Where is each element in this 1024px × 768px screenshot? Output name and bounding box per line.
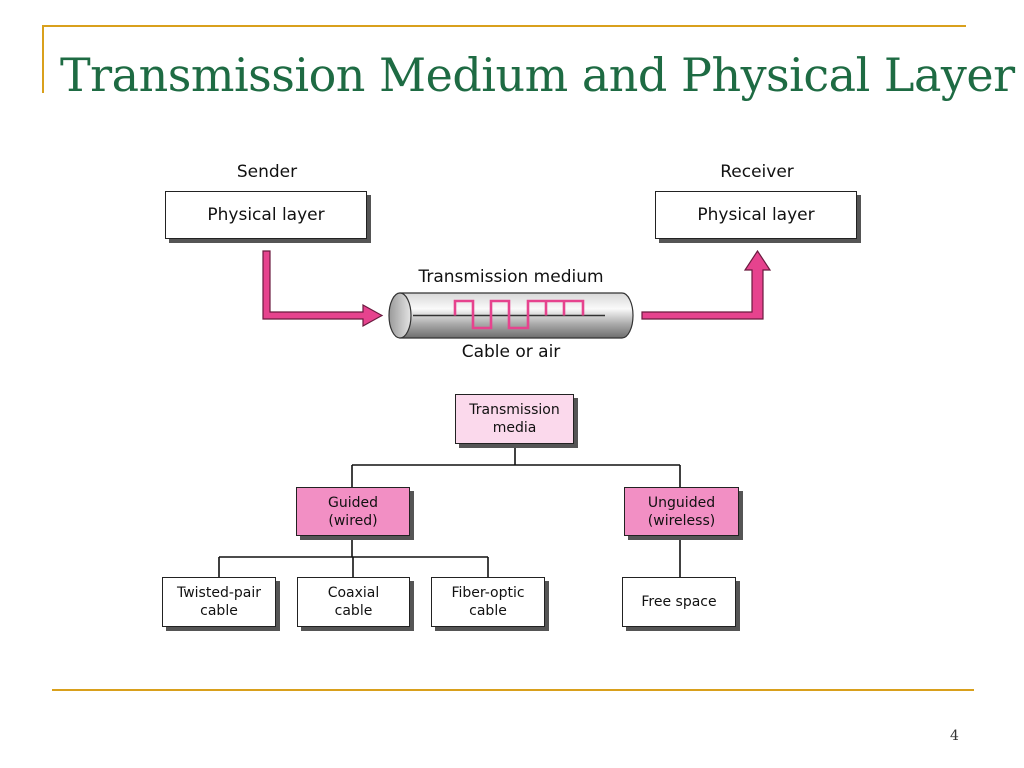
top-decor-line (42, 25, 966, 27)
receiver-physical-layer-box: Physical layer (655, 191, 857, 239)
node-unguided-line2: (wireless) (647, 512, 716, 529)
node-unguided: Unguided (wireless) (624, 487, 739, 536)
receiver-arrow (641, 249, 772, 320)
node-twisted-pair: Twisted-pair cable (162, 577, 276, 627)
node-free-space-line1: Free space (641, 594, 717, 610)
sender-box-label: Physical layer (207, 205, 325, 225)
node-coaxial-line2: cable (334, 603, 373, 619)
signal-waveform (453, 299, 585, 330)
cable-or-air-label: Cable or air (461, 342, 561, 362)
node-twisted-pair-line2: cable (200, 603, 238, 619)
page-number: 4 (950, 728, 959, 744)
node-unguided-line1: Unguided (647, 494, 716, 511)
sender-caption: Sender (236, 162, 298, 182)
receiver-box-label: Physical layer (697, 205, 815, 225)
node-guided-line1: Guided (328, 494, 378, 511)
bottom-decor-line (52, 689, 974, 691)
node-twisted-pair-line1: Twisted-pair (176, 585, 262, 601)
transmission-cable (388, 292, 634, 339)
node-fiber-optic: Fiber-optic cable (431, 577, 545, 627)
node-coaxial-line1: Coaxial (327, 585, 380, 601)
slide-title: Transmission Medium and Physical Layer (60, 48, 1015, 102)
node-free-space: Free space (622, 577, 736, 627)
node-guided: Guided (wired) (296, 487, 410, 536)
node-guided-line2: (wired) (328, 512, 378, 529)
tree-connectors (218, 445, 681, 577)
node-coaxial: Coaxial cable (297, 577, 410, 627)
node-fiber-optic-line1: Fiber-optic (451, 585, 525, 601)
receiver-caption: Receiver (720, 162, 794, 182)
sender-physical-layer-box: Physical layer (165, 191, 367, 239)
node-fiber-optic-line2: cable (469, 603, 507, 619)
left-decor-line (42, 25, 44, 93)
sender-arrow (262, 250, 384, 328)
node-transmission-media-line2: media (492, 420, 537, 436)
node-transmission-media: Transmission media (455, 394, 574, 444)
node-transmission-media-line1: Transmission (469, 402, 560, 418)
transmission-medium-label: Transmission medium (418, 267, 604, 287)
